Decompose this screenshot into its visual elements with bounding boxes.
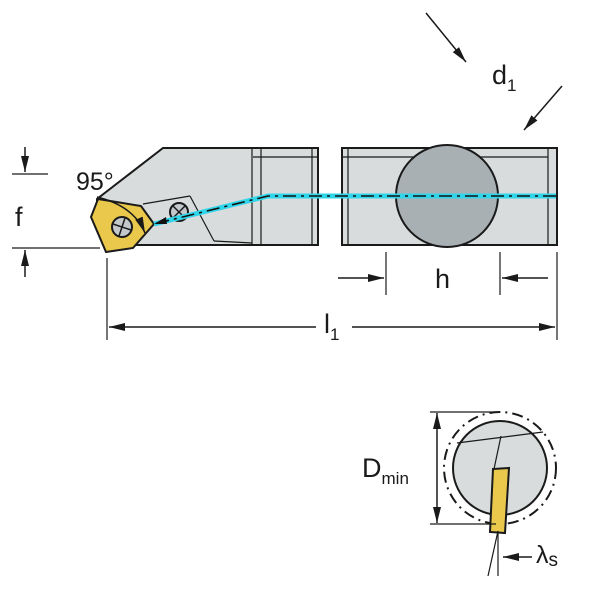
lambda-s-label: λs bbox=[536, 541, 558, 571]
end-view-pocket-lines bbox=[456, 431, 544, 470]
dim-lambda-s: λs bbox=[487, 530, 558, 577]
dim-lead-angle: 95° bbox=[76, 168, 146, 234]
dim-l1: l1 bbox=[106, 252, 558, 344]
coolant-exit-arrow-icon bbox=[154, 217, 167, 224]
l1-label-background bbox=[316, 312, 352, 340]
min-bore-circle bbox=[443, 411, 557, 525]
end-view: λs Dmin bbox=[362, 411, 558, 577]
dim-dmin: Dmin bbox=[362, 411, 497, 525]
dim-f: f bbox=[12, 147, 100, 277]
dimensions-main: f 95° d1 h l1 bbox=[12, 12, 563, 344]
coolant-channel-line bbox=[153, 193, 556, 227]
h-label: h bbox=[435, 264, 450, 294]
l1-label: l1 bbox=[324, 309, 339, 344]
dmin-label: Dmin bbox=[362, 453, 409, 488]
lead-angle-label: 95° bbox=[76, 168, 114, 196]
f-label: f bbox=[15, 202, 23, 232]
insert-pocket-lines bbox=[142, 195, 253, 244]
d1-label: d1 bbox=[492, 60, 517, 95]
insert-edge-view bbox=[488, 466, 511, 535]
dim-d1: d1 bbox=[425, 12, 563, 131]
insert-screw-icon bbox=[111, 216, 133, 238]
main-view bbox=[89, 144, 558, 254]
dim-h: h bbox=[338, 252, 548, 295]
